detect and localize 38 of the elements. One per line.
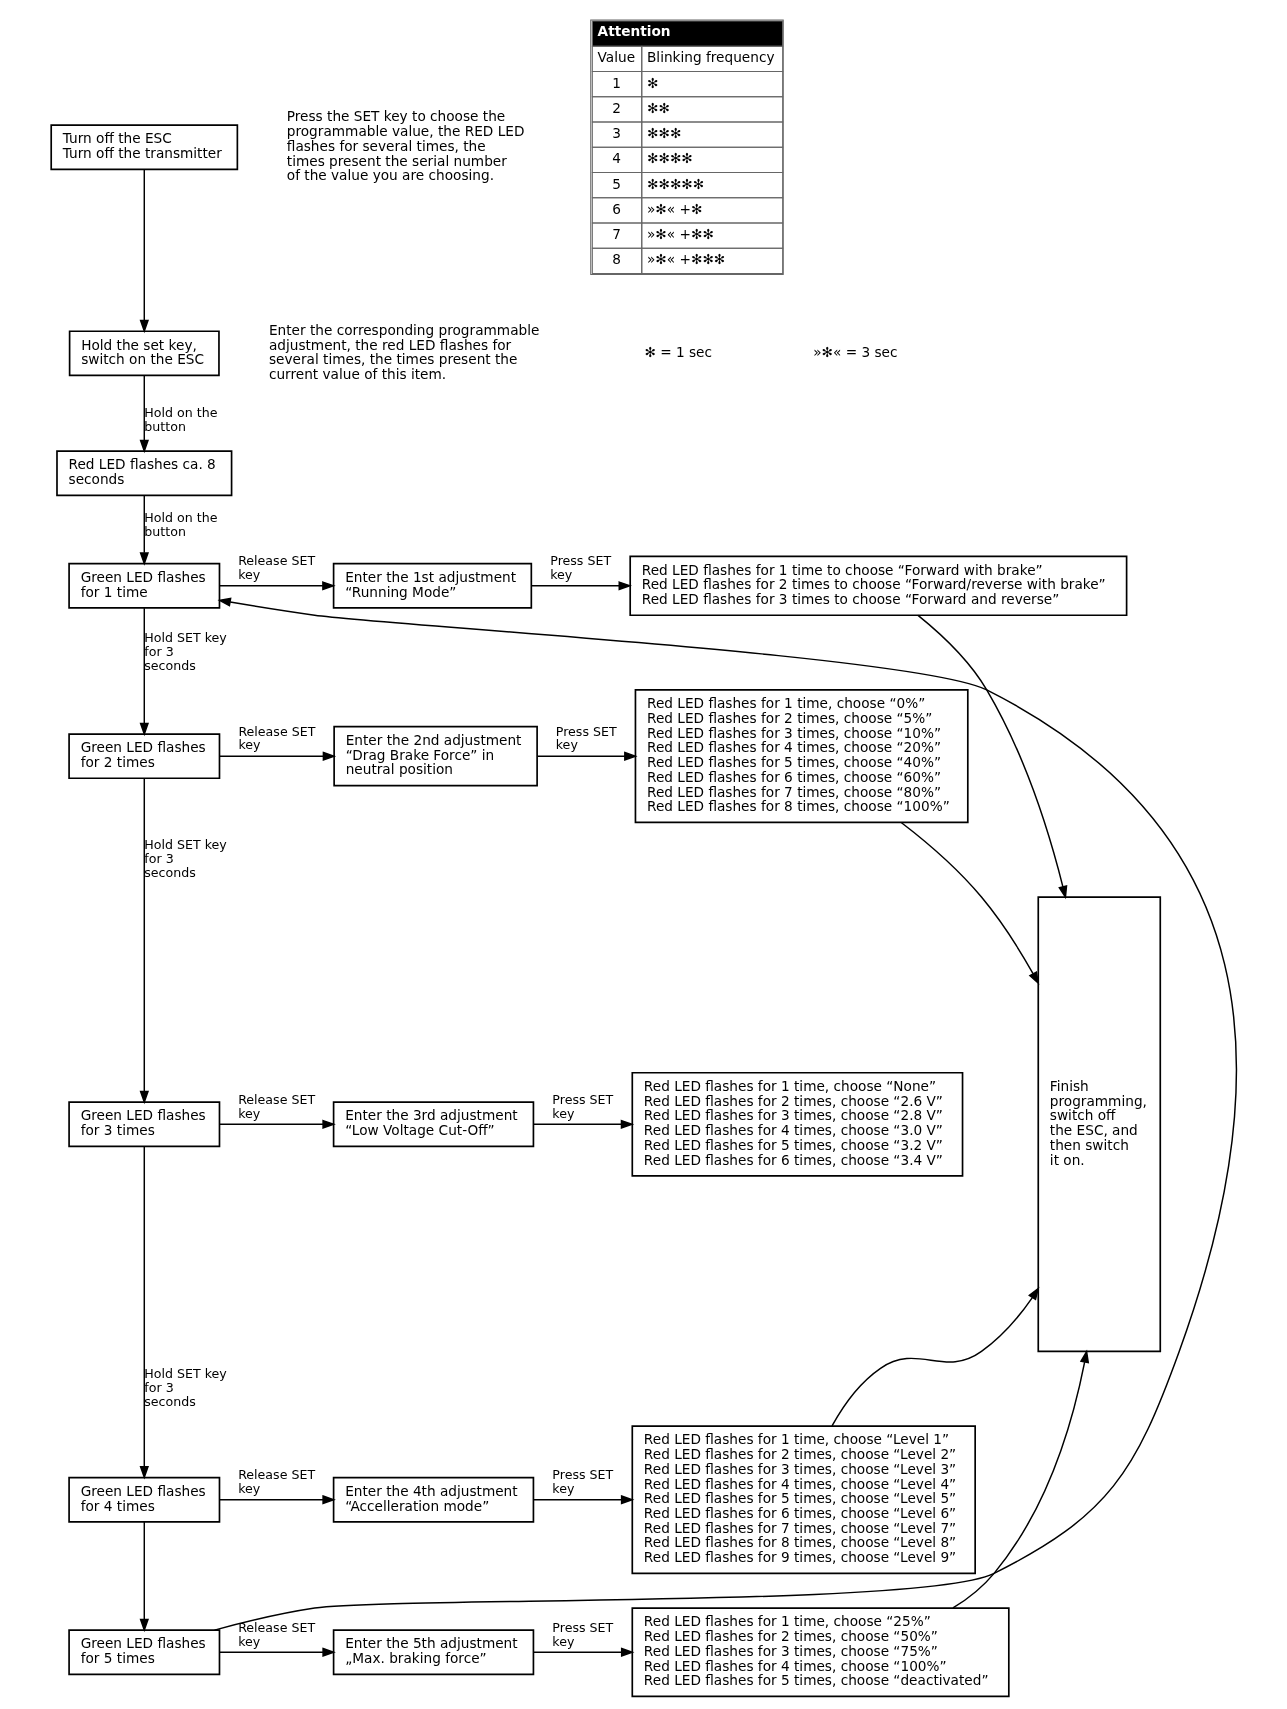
edge-label: Press SET key [551, 1091, 613, 1121]
label: ✻✻✻ [646, 125, 681, 142]
label: Press the SET key to choose the programmable value, the RED LED flashes for several times, the times present the serial number of the value you are choosing. [286, 108, 524, 184]
edge-label: Hold on the button [143, 405, 217, 434]
label: ✻ [646, 74, 658, 91]
label: 8 [611, 251, 621, 268]
label: ✻✻✻✻ [646, 150, 693, 167]
label: »✻« +✻✻✻ [646, 251, 725, 268]
edge-label: Release SET key [237, 723, 315, 753]
label: 3 [611, 125, 621, 142]
edge-label: Release SET key [237, 1467, 315, 1497]
label: 4 [611, 150, 621, 167]
edge-label: Press SET key [551, 1467, 613, 1497]
label: 6 [611, 200, 621, 217]
edge-label: Release SET key [237, 553, 315, 583]
label: ✻ = 1 sec [643, 343, 712, 360]
label: »✻« = 3 sec [812, 343, 898, 360]
edge-label: Hold SET key for 3 seconds [143, 1366, 227, 1409]
label: Enter the corresponding programmable adjustment, the red LED flashes for several times, the times present the current value of this item. [268, 321, 539, 383]
label: 2 [611, 99, 621, 116]
label: Attention [597, 23, 671, 40]
label: 1 [611, 74, 621, 91]
edge-label: Hold SET key for 3 seconds [143, 630, 227, 673]
label: ✻✻✻✻✻ [646, 175, 704, 192]
edge-label: Hold SET key for 3 seconds [143, 837, 227, 880]
label: Blinking frequency [646, 49, 774, 66]
label: »✻« +✻ [646, 200, 702, 217]
edge-label: Press SET key [549, 553, 611, 583]
edge-label: Release SET key [237, 1091, 315, 1121]
edge-label: Press SET key [555, 723, 617, 753]
edge-label: Release SET key [237, 1619, 315, 1649]
label: 7 [611, 226, 621, 243]
label: Value [597, 49, 635, 66]
label: ✻✻ [646, 99, 670, 116]
label: 5 [611, 175, 621, 192]
edge-label: Hold on the button [143, 510, 217, 539]
edge-label: Press SET key [551, 1619, 613, 1649]
label: »✻« +✻✻ [646, 226, 714, 243]
